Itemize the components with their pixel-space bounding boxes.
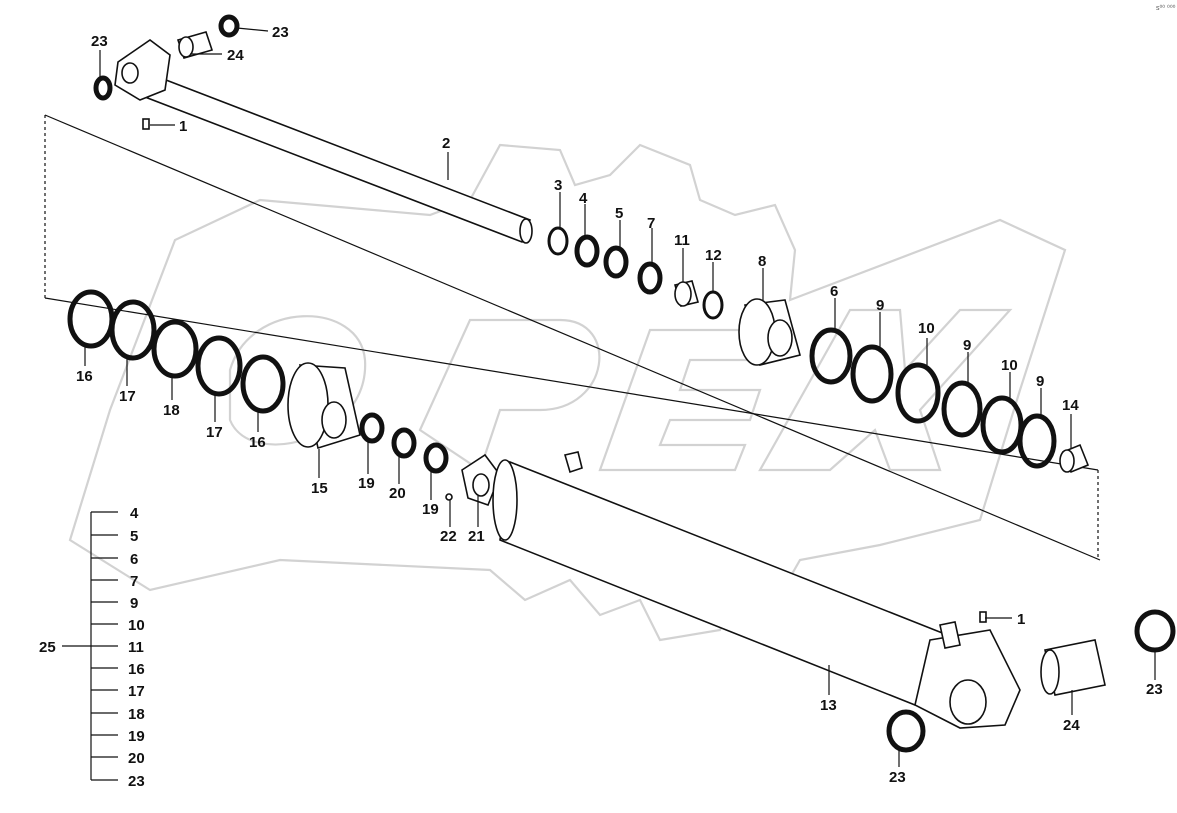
callout-23-top-left: 23 (91, 33, 108, 50)
callout-18: 18 (163, 402, 180, 419)
kit-item: 5 (130, 528, 138, 545)
rod-eye-seal-ring (218, 14, 240, 38)
callout-labels: 23 23 24 1 2 3 4 5 7 11 12 8 6 9 10 9 10… (76, 24, 1163, 786)
callout-23-bottom-right: 23 (1146, 681, 1163, 698)
assembly-guide-lines (44, 114, 1101, 561)
base-eye-seal-ring-left (886, 709, 926, 753)
callout-9-second: 9 (963, 337, 971, 354)
piston-rod (114, 39, 533, 244)
rod-eye-bushing (176, 31, 214, 59)
rod-seal-set (547, 226, 724, 320)
rod-eye-seal-ring-left (93, 75, 113, 101)
kit-item: 17 (128, 683, 145, 700)
callout-23-top-right: 23 (272, 24, 289, 41)
cylinder-barrel (492, 451, 962, 706)
callout-leaders (84, 27, 1156, 767)
seal-kit-bracket: 25 4 5 6 7 9 10 11 16 17 18 19 20 23 (39, 505, 145, 790)
callout-11: 11 (674, 232, 690, 249)
callout-9-first: 9 (876, 297, 884, 314)
barrel-base-eye (914, 621, 1021, 729)
piston-nut (461, 453, 501, 507)
callout-10-second: 10 (1001, 357, 1018, 374)
corner-mark: s⁰⁰ ⁰⁰⁰ (1156, 4, 1176, 12)
callout-7: 7 (647, 215, 655, 232)
callout-20: 20 (389, 485, 406, 502)
piston (287, 362, 361, 450)
kit-item: 4 (130, 505, 139, 522)
callout-16-second: 16 (249, 434, 266, 451)
kit-item: 11 (128, 639, 144, 656)
kit-item: 19 (128, 728, 145, 745)
kit-item: 18 (128, 706, 145, 723)
callout-10-first: 10 (918, 320, 935, 337)
callout-3: 3 (554, 177, 562, 194)
gland-seal-set (809, 327, 1090, 474)
callout-12: 12 (705, 247, 722, 264)
set-screw (445, 493, 453, 501)
base-eye-seal-ring-right (1134, 609, 1176, 653)
callout-1-top: 1 (179, 118, 187, 135)
callout-19-second: 19 (422, 501, 439, 518)
callout-9-third: 9 (1036, 373, 1044, 390)
callout-24-top: 24 (227, 47, 244, 64)
cylinder-head-gland (738, 298, 801, 366)
callout-23-bottom-left: 23 (889, 769, 906, 786)
callout-22: 22 (440, 528, 457, 545)
callout-16-first: 16 (76, 368, 93, 385)
kit-item: 9 (130, 595, 138, 612)
kit-item: 7 (130, 573, 138, 590)
piston-small-seals (359, 412, 449, 474)
kit-label: 25 (39, 639, 56, 656)
kit-item: 10 (128, 617, 145, 634)
callout-8: 8 (758, 253, 766, 270)
callout-24-bottom: 24 (1063, 717, 1080, 734)
kit-item: 20 (128, 750, 145, 767)
base-eye-bushing (1040, 639, 1106, 696)
callout-13: 13 (820, 697, 837, 714)
callout-5: 5 (615, 205, 623, 222)
callout-17-second: 17 (206, 424, 223, 441)
callout-6: 6 (830, 283, 838, 300)
grease-nipple-top (142, 118, 150, 130)
piston-seal-set (67, 289, 286, 414)
kit-item: 23 (128, 773, 145, 790)
callout-1-bottom: 1 (1017, 611, 1025, 628)
callout-4: 4 (579, 190, 588, 207)
kit-item: 16 (128, 661, 145, 678)
callout-14: 14 (1062, 397, 1079, 414)
callout-21: 21 (468, 528, 485, 545)
callout-19-first: 19 (358, 475, 375, 492)
kit-item: 6 (130, 551, 138, 568)
callout-15: 15 (311, 480, 328, 497)
callout-2: 2 (442, 135, 450, 152)
callout-17-first: 17 (119, 388, 136, 405)
grease-nipple-bottom (979, 611, 987, 623)
